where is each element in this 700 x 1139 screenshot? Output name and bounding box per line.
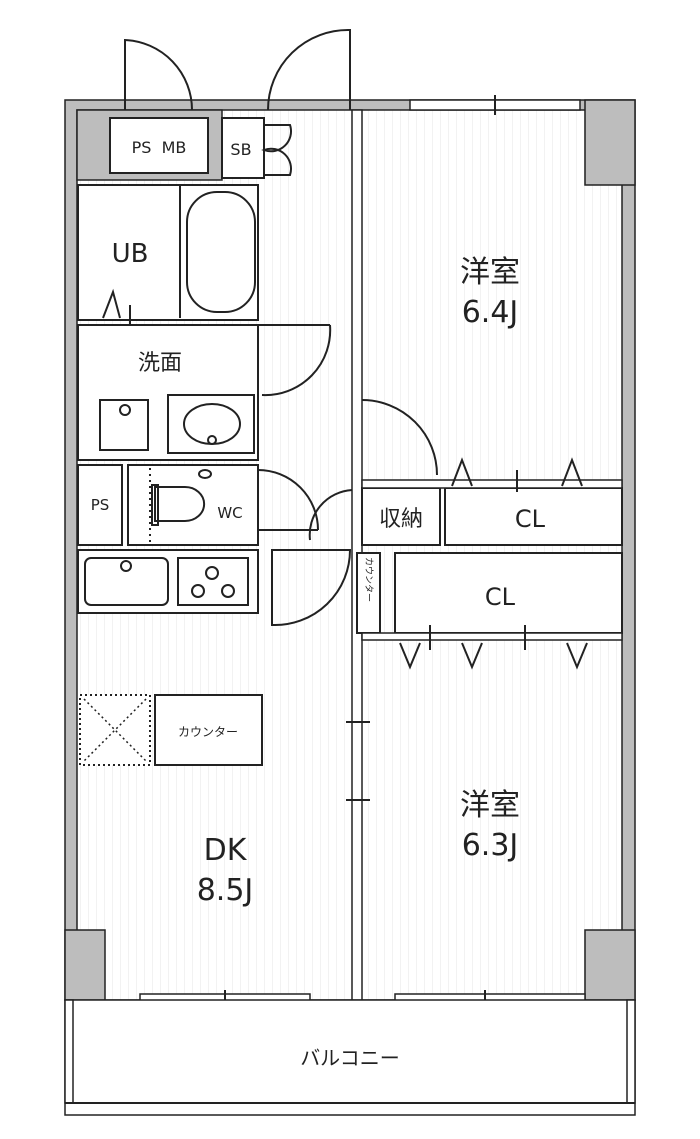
stove — [177, 557, 249, 606]
ps-mb-label: PS MB — [132, 138, 187, 157]
closet-upper — [444, 487, 623, 546]
western-room-1-size: 6.4J — [462, 295, 519, 330]
dk-counter-label: カウンター — [178, 725, 238, 739]
bathtub — [186, 191, 256, 313]
unit-bath — [77, 184, 259, 321]
balcony-label: バルコニー — [300, 1046, 400, 1070]
closet-lower-label: CL — [485, 583, 516, 611]
western-room-1-name: 洋室 — [460, 255, 520, 290]
storage — [361, 487, 441, 546]
washroom-label: 洗面 — [138, 351, 182, 376]
closet-lower — [394, 552, 623, 634]
kitchen-sink — [84, 557, 169, 606]
washing-machine-pan — [99, 399, 149, 451]
fridge-space — [79, 694, 151, 766]
sb-label: SB — [230, 140, 251, 159]
ps-label: PS — [91, 496, 110, 514]
entrance-doors[interactable] — [124, 28, 351, 111]
ub-label: UB — [112, 239, 149, 269]
western-room-2-size: 6.3J — [462, 828, 519, 863]
ps-shaft — [77, 464, 123, 546]
balcony: バルコニー — [64, 999, 636, 1116]
closet-upper-label: CL — [515, 505, 546, 533]
dk-name: DK — [204, 833, 248, 868]
western-room-2-name: 洋室 — [460, 788, 520, 823]
wc-label: WC — [217, 504, 242, 522]
ps-mb-closet — [109, 117, 209, 174]
toilet-icon — [154, 486, 206, 522]
sb-box — [221, 117, 265, 179]
counter-small-label: カウンター — [363, 557, 374, 602]
dk-size: 8.5J — [197, 873, 254, 908]
dk-counter — [154, 694, 263, 766]
storage-label: 収納 — [379, 507, 423, 532]
